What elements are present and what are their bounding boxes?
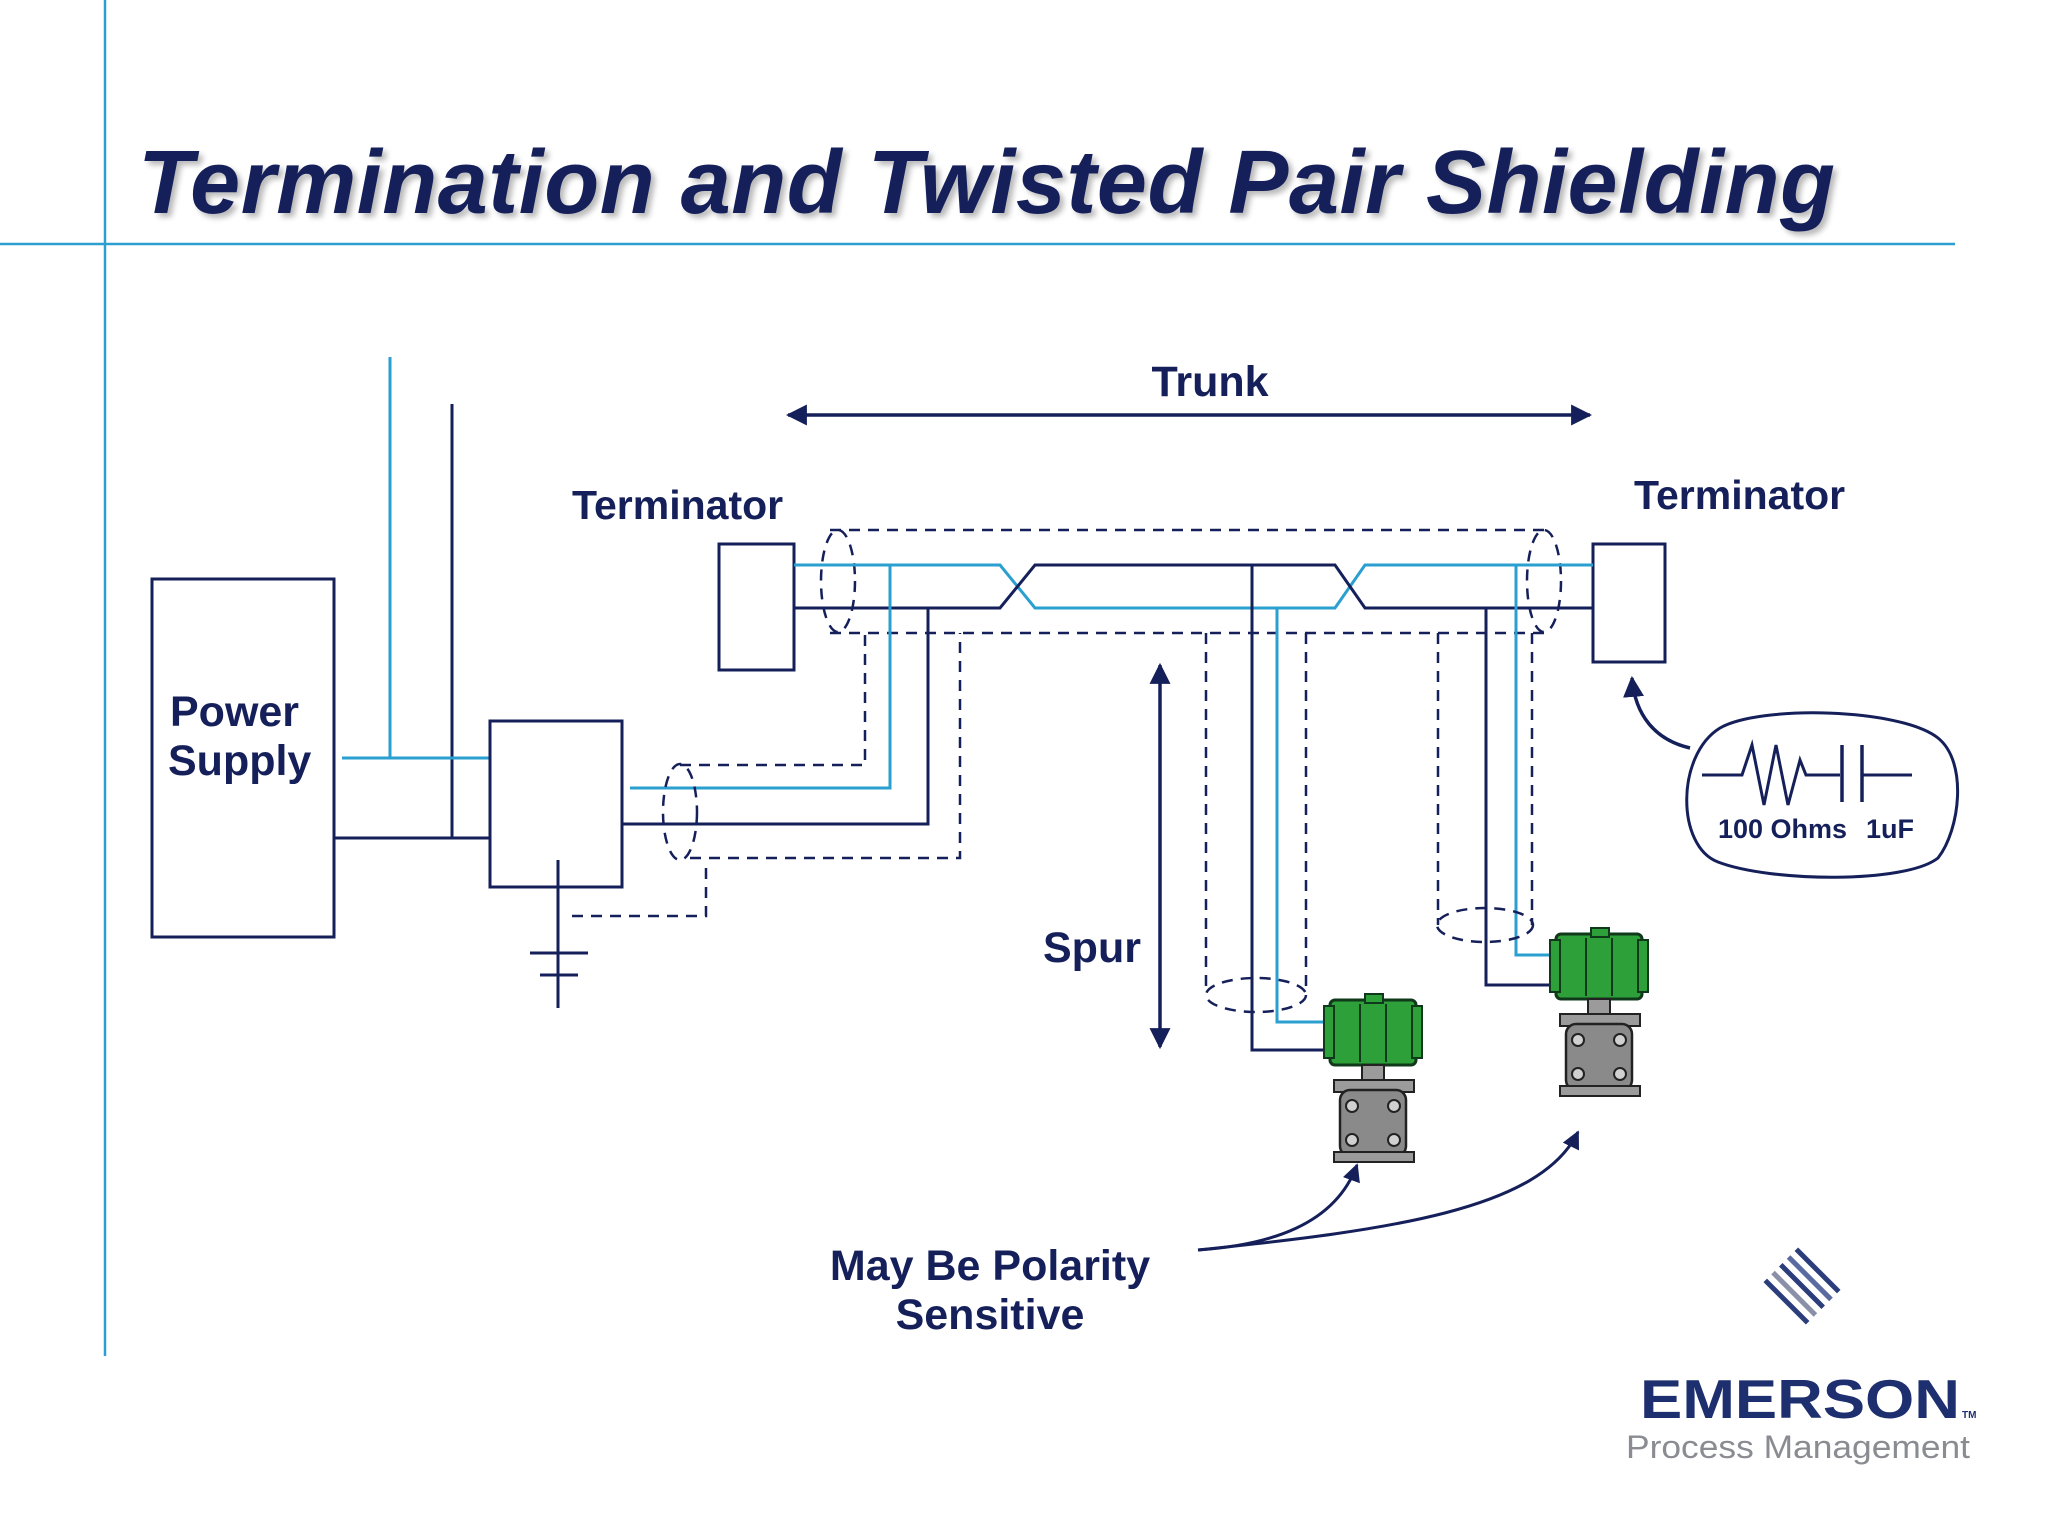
callout-pointer-arrow — [1623, 675, 1691, 750]
emerson-subtitle: Process Management — [1626, 1429, 1970, 1465]
spur1-cyan — [1275, 608, 1330, 1024]
transmitter-2-top-cap — [1590, 927, 1610, 938]
emerson-logo: EMERSON TM Process Management — [1626, 1243, 1976, 1465]
transmitter-1-housing — [1328, 998, 1418, 1067]
trunk-shield-left-end — [819, 528, 857, 634]
transmitter-2-port-1 — [1571, 1033, 1585, 1047]
power-supply-label-line1: Power — [170, 688, 299, 736]
power-supply-label-line2: Supply — [168, 737, 311, 785]
spur1-shield-end — [1204, 976, 1308, 1014]
slide-title: Termination and Twisted Pair Shielding — [138, 133, 1836, 233]
resistor-symbol — [1702, 739, 1840, 806]
trunk-wire-cyan — [794, 563, 1593, 610]
spur2-navy — [1484, 608, 1556, 987]
transmitter-1-top-cap — [1364, 993, 1384, 1004]
transmitter-1 — [1323, 993, 1423, 1163]
emerson-logo-mark — [1759, 1243, 1845, 1329]
home-run-shield-inner — [680, 633, 867, 767]
power-supply-box — [150, 577, 336, 939]
transmitter-2-cap-right — [1637, 939, 1649, 993]
home-run-cyan — [630, 565, 892, 790]
home-run-navy — [622, 608, 930, 826]
emerson-wordmark: EMERSON — [1640, 1368, 1960, 1430]
trunk-wire-navy — [794, 563, 1593, 610]
terminator-right-box — [1591, 542, 1667, 664]
spur2-cyan — [1514, 565, 1556, 957]
emerson-tm: TM — [1962, 1410, 1976, 1421]
transmitter-1-port-2 — [1345, 1133, 1359, 1147]
home-run-shield-end — [661, 762, 699, 862]
transmitter-2-cap-left — [1549, 939, 1561, 993]
trunk-shield-right-end — [1525, 528, 1563, 634]
transmitter-2-housing — [1554, 932, 1644, 1001]
trunk-label: Trunk — [1151, 358, 1268, 406]
transmitter-1-port-4 — [1387, 1133, 1401, 1147]
power-conditioner-box — [488, 719, 624, 889]
polarity-label-line1: May Be Polarity — [830, 1242, 1150, 1290]
transmitter-1-flange-bottom — [1333, 1151, 1415, 1163]
capacitance-label: 1uF — [1866, 814, 1914, 844]
polarity-arrow-2 — [1197, 1130, 1580, 1252]
polarity-arrow-1 — [1197, 1163, 1360, 1252]
transmitter-1-cap-left — [1323, 1005, 1335, 1059]
transmitter-1-port-1 — [1345, 1099, 1359, 1113]
transmitter-2-port-4 — [1613, 1067, 1627, 1081]
spur1-navy — [1250, 565, 1330, 1052]
ground-shield-drain — [572, 862, 708, 918]
callout-bubble — [1685, 711, 1959, 879]
terminator-left-label: Terminator — [572, 482, 783, 528]
transmitter-2-flange-bottom — [1559, 1085, 1641, 1097]
home-run-shield-outer — [690, 633, 962, 860]
spur2-shield-end — [1435, 906, 1535, 944]
transmitter-1-cap-right — [1411, 1005, 1423, 1059]
terminator-left-box — [717, 542, 796, 672]
terminator-right-label: Terminator — [1634, 472, 1845, 518]
ohms-label: 100 Ohms — [1718, 814, 1847, 844]
transmitter-2 — [1549, 927, 1649, 1097]
spur-label: Spur — [1043, 924, 1141, 972]
polarity-label-line2: Sensitive — [896, 1291, 1085, 1339]
transmitter-2-port-2 — [1571, 1067, 1585, 1081]
transmitter-2-port-3 — [1613, 1033, 1627, 1047]
transmitter-1-port-3 — [1387, 1099, 1401, 1113]
